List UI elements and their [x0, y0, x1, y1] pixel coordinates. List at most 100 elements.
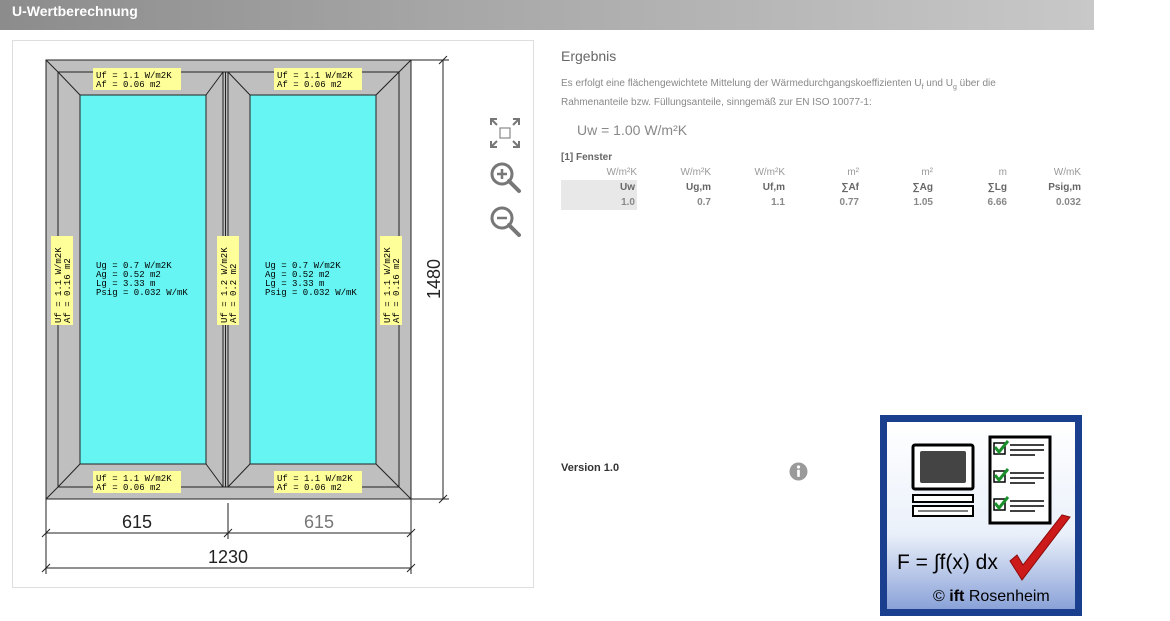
app-title: U-Wertberechnung [12, 3, 138, 19]
sash-right-bottom-af: Af = 0.06 m2 [277, 483, 342, 493]
unit-cell: W/m²K [680, 167, 711, 178]
label-box [274, 471, 362, 493]
unit-cell: m² [847, 167, 859, 178]
zoom-out-button[interactable] [488, 204, 522, 238]
header-cell: ∑Lg [987, 182, 1007, 193]
window-drawing-panel: Uf = 1.1 W/m2K Af = 0.06 m2 Uf = 1.1 W/m… [12, 40, 534, 588]
value-cell: 1.0 [561, 195, 637, 210]
sash-right-top-af: Af = 0.06 m2 [277, 80, 342, 90]
width-dimension [41, 499, 416, 574]
right-frame-af: Af = 0.16 m2 [392, 258, 402, 323]
label-box [93, 471, 181, 493]
desc-sub-f: f [921, 84, 924, 91]
header-cell: ∑Ag [912, 182, 933, 193]
logo-formula: F = ∫f(x) dx [897, 551, 998, 574]
zoom-in-button[interactable] [488, 160, 522, 194]
glass-left-psig: Psig = 0.032 W/mK [96, 288, 188, 298]
zoom-out-icon [490, 206, 521, 237]
miter-line [205, 463, 224, 488]
red-checkmark-icon [1009, 514, 1071, 581]
value-cell: 1.1 [771, 197, 785, 208]
height-dimension [411, 55, 449, 504]
unit-cell: W/mK [1053, 167, 1081, 178]
miter-line [375, 71, 400, 96]
sash-right-top-uf: Uf = 1.1 W/m2K [277, 71, 353, 81]
glass-left-ug: Ug = 0.7 W/m2K [96, 261, 172, 271]
miter-line [45, 59, 59, 73]
result-panel: Ergebnis Es erfolgt eine flächengewichte… [561, 48, 1091, 210]
miter-line [57, 463, 81, 488]
sash-left-top-af: Af = 0.06 m2 [96, 80, 161, 90]
result-table: W/m²K W/m²K W/m²K m² m² m W/mK Uw Ug,m U… [561, 165, 1081, 210]
desc-text: und U [923, 78, 953, 89]
header-cell: ∑Af [841, 182, 859, 193]
section-fenster: [1] Fenster [561, 152, 613, 163]
label-box [274, 68, 362, 90]
label-box [380, 236, 402, 325]
result-description: Es erfolgt eine flächengewichtete Mittel… [561, 76, 1091, 110]
logo-graphic: F = ∫f(x) dx © ift Rosenheim [880, 415, 1082, 616]
miter-line [398, 59, 412, 73]
unit-cell: W/m²K [754, 167, 785, 178]
header-cell: Uw [561, 180, 637, 195]
miter-line [375, 463, 400, 488]
mullion-uf: Uf = 1.2 W/m2K [220, 247, 230, 323]
header-cell: Ug,m [686, 182, 711, 193]
desc-text: Es erfolgt eine flächengewichtete Mittel… [561, 78, 922, 89]
glass-right-ag: Ag = 0.52 m2 [265, 270, 330, 280]
uw-result: Uw = 1.00 W/m²K [577, 122, 688, 138]
header-cell: Uf,m [762, 182, 785, 193]
unit-cell: W/m²K [606, 167, 637, 178]
glass-left[interactable] [79, 94, 207, 465]
app-title-bar: U-Wertberechnung [0, 0, 1094, 30]
miter-line [45, 486, 59, 500]
value-cell: 1.05 [913, 197, 933, 208]
left-frame-af: Af = 0.16 m2 [63, 258, 73, 323]
glass-left-lg: Lg = 3.33 m [96, 279, 155, 289]
glass-right-lg: Lg = 3.33 m [265, 279, 324, 289]
unit-cell: m [998, 167, 1007, 178]
fit-to-screen-button[interactable] [488, 116, 522, 150]
info-button[interactable] [789, 462, 808, 481]
width-dimension-right: 615 [304, 512, 334, 532]
version-label: Version 1.0 [561, 462, 620, 474]
glass-right-ug: Ug = 0.7 W/m2K [265, 261, 341, 271]
miter-line [227, 71, 251, 96]
value-cell: 0.77 [839, 197, 859, 208]
glass-right[interactable] [249, 94, 377, 465]
result-heading: Ergebnis [561, 48, 617, 64]
value-cell: 6.66 [987, 197, 1007, 208]
window-drawing[interactable]: Uf = 1.1 W/m2K Af = 0.06 m2 Uf = 1.1 W/m… [13, 41, 535, 589]
label-box [217, 236, 239, 325]
mullion-af: Af = 0.2 m2 [229, 264, 239, 323]
value-cell: 0.032 [1055, 197, 1081, 208]
sash-right-bottom-uf: Uf = 1.1 W/m2K [277, 474, 353, 484]
sash-left-bottom-af: Af = 0.06 m2 [96, 483, 161, 493]
label-box [93, 68, 181, 90]
desc-text: Rahmenanteile bzw. Füllungsanteile, sinn… [561, 97, 872, 108]
total-width-label: 1230 [208, 547, 248, 567]
header-cell: Psig,m [1048, 182, 1081, 193]
miter-line [205, 71, 224, 96]
right-frame-uf: Uf = 1.1 W/m2K [383, 247, 393, 323]
zoom-in-icon [490, 162, 521, 193]
sash-left-bottom-uf: Uf = 1.1 W/m2K [96, 474, 172, 484]
glass-right-psig: Psig = 0.032 W/mK [265, 288, 357, 298]
height-dimension-label: 1480 [424, 259, 444, 299]
width-dimension-left: 615 [122, 512, 152, 532]
logo-copyright: © ift Rosenheim [933, 588, 1050, 605]
checklist-icon [988, 435, 1052, 525]
miter-line [57, 71, 81, 96]
sash-left-top-uf: Uf = 1.1 W/m2K [96, 71, 172, 81]
left-frame-uf: Uf = 1.1 W/m2K [54, 247, 64, 323]
miter-line [398, 486, 412, 500]
desc-sub-g: g [953, 84, 957, 91]
desc-text: über die [956, 78, 996, 89]
unit-cell: m² [921, 167, 933, 178]
fit-to-screen-icon [490, 118, 520, 148]
glass-left-ag: Ag = 0.52 m2 [96, 270, 161, 280]
label-box [51, 236, 73, 325]
info-icon [789, 462, 808, 481]
ift-rosenheim-logo: F = ∫f(x) dx © ift Rosenheim [880, 415, 1082, 616]
miter-line [227, 463, 251, 488]
